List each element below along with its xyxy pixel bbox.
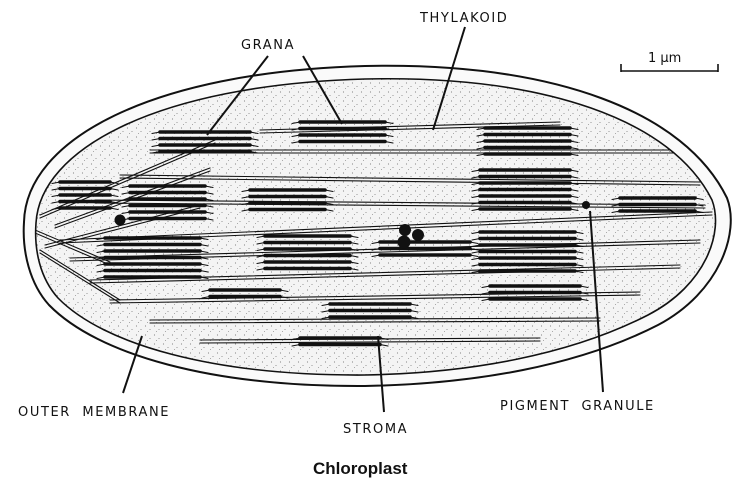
label-outer-membrane: OUTER MEMBRANE: [18, 405, 170, 420]
label-grana: GRANA: [241, 38, 295, 53]
caption: Chloroplast: [313, 459, 408, 478]
pigment-granule: [398, 236, 411, 249]
label-pigment-granule: PIGMENT GRANULE: [500, 399, 655, 414]
pigment-granule: [399, 224, 411, 236]
scale-bar: 1 μm: [621, 51, 718, 72]
pigment-granule: [412, 229, 424, 241]
label-thylakoid: THYLAKOID: [419, 11, 508, 26]
pigment-granule: [582, 201, 590, 209]
scale-bar-label: 1 μm: [648, 51, 681, 66]
label-stroma: STROMA: [343, 422, 408, 437]
pigment-granule: [115, 215, 126, 226]
